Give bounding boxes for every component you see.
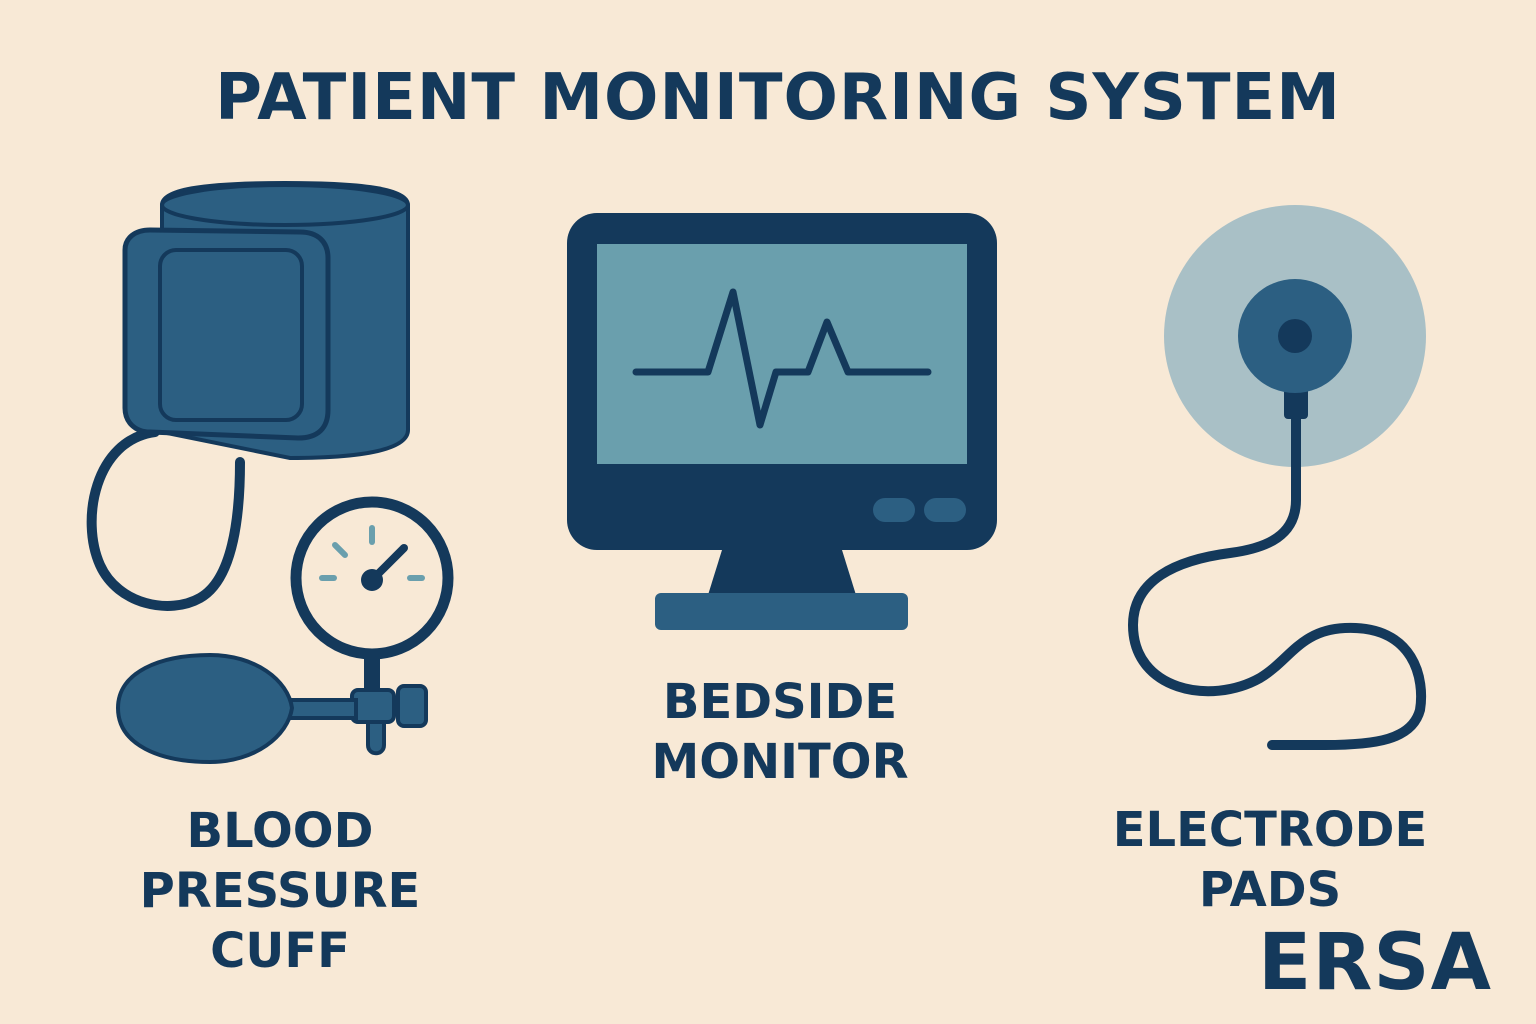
valve-body: [350, 688, 396, 724]
monitor-button: [873, 498, 915, 522]
gauge-pivot: [361, 569, 383, 591]
cuff-tube: [86, 427, 245, 611]
bedside-monitor-icon: [567, 213, 997, 630]
label-blood-pressure-cuff: BLOOD PRESSURE CUFF: [100, 801, 460, 981]
gauge-tick: [332, 542, 348, 558]
label-electrode-pads: ELECTRODE PADS: [1070, 800, 1470, 920]
page-title: PATIENT MONITORING SYSTEM: [215, 61, 1341, 135]
inflation-bulb: [115, 652, 295, 765]
watermark-text: ERSA: [1258, 918, 1492, 1008]
monitor-neck: [708, 550, 856, 595]
electrode-connector: [1284, 385, 1308, 419]
label-line: BEDSIDE: [662, 674, 898, 730]
electrode-pad-icon: [1128, 205, 1427, 750]
ecg-waveform: [632, 288, 932, 429]
electrode-lead-wire: [1128, 407, 1427, 750]
electrode-snap-center: [1278, 319, 1312, 353]
label-line: MONITOR: [651, 734, 909, 790]
label-line: BLOOD: [186, 803, 374, 859]
blood-pressure-cuff-icon: [86, 180, 454, 765]
valve-knob: [396, 684, 428, 728]
monitor-button: [924, 498, 966, 522]
monitor-base: [655, 593, 908, 630]
label-line: PRESSURE: [139, 863, 421, 919]
label-bedside-monitor: BEDSIDE MONITOR: [600, 672, 960, 792]
monitor-screen: [597, 244, 967, 464]
bulb-connector: [286, 698, 358, 720]
cuff-velcro-panel: [158, 248, 304, 422]
label-line: CUFF: [210, 923, 350, 979]
label-line: ELECTRODE: [1112, 802, 1428, 858]
label-line: PADS: [1198, 862, 1342, 918]
cuff-band-top: [160, 183, 410, 227]
gauge-stem: [364, 654, 380, 694]
